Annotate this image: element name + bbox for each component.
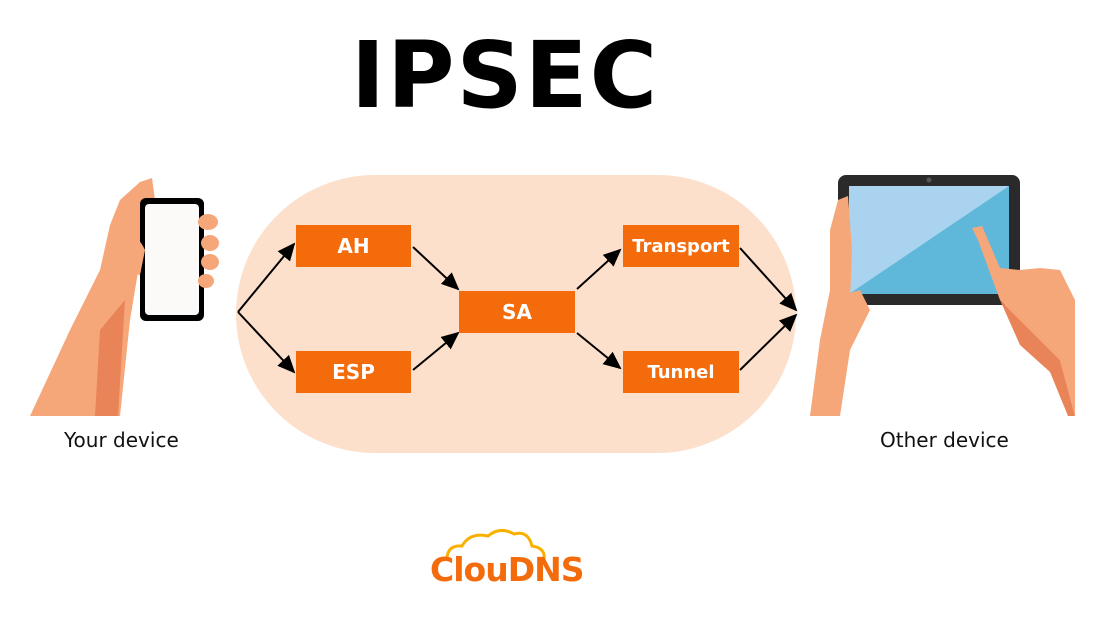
diagram-arrows	[237, 242, 798, 374]
tablet-hands-illustration	[810, 175, 1075, 416]
diagram-title: IPSEC	[350, 22, 660, 129]
node-transport: Transport	[623, 225, 739, 267]
cloudns-logo: ClouDNS	[430, 550, 584, 589]
your-device-label: Your device	[64, 428, 179, 452]
node-sa: SA	[459, 291, 575, 333]
node-ah: AH	[296, 225, 411, 267]
cloud-logo-icon	[445, 529, 546, 561]
node-esp: ESP	[296, 351, 411, 393]
other-device-label: Other device	[880, 428, 1009, 452]
node-tunnel: Tunnel	[623, 351, 739, 393]
phone-hand-illustration	[30, 178, 219, 416]
